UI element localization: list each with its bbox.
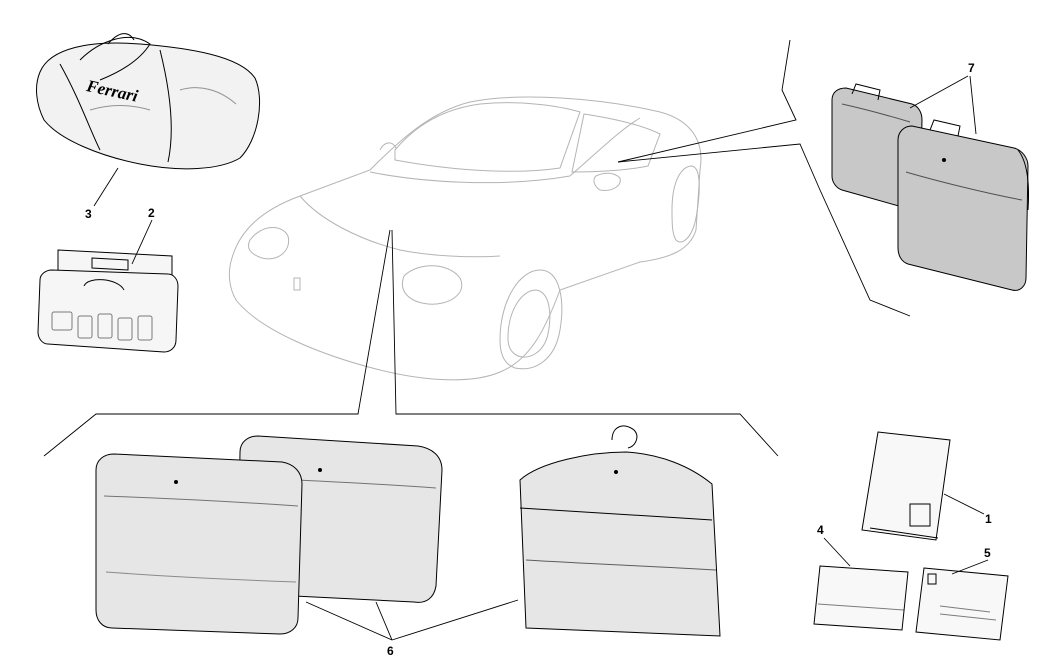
manual-folder — [861, 431, 951, 541]
garment-bag — [519, 425, 721, 637]
car-illustration — [228, 96, 702, 381]
callout-7: 7 — [968, 61, 975, 75]
suitcases-small — [831, 83, 1029, 291]
suitcases-large — [95, 435, 443, 635]
owner-manual — [813, 565, 909, 631]
toiletry-case — [37, 249, 179, 353]
callout-6: 6 — [387, 644, 394, 658]
callout-3: 3 — [85, 207, 92, 221]
warranty-booklet — [915, 567, 1009, 641]
leader-lines — [93, 75, 989, 641]
grouping-lines — [43, 39, 911, 457]
callout-5: 5 — [984, 546, 991, 560]
callout-2: 2 — [148, 206, 155, 220]
duffel-bag: Ferrari — [36, 33, 261, 170]
callout-4: 4 — [817, 523, 824, 537]
callout-1: 1 — [985, 512, 992, 526]
